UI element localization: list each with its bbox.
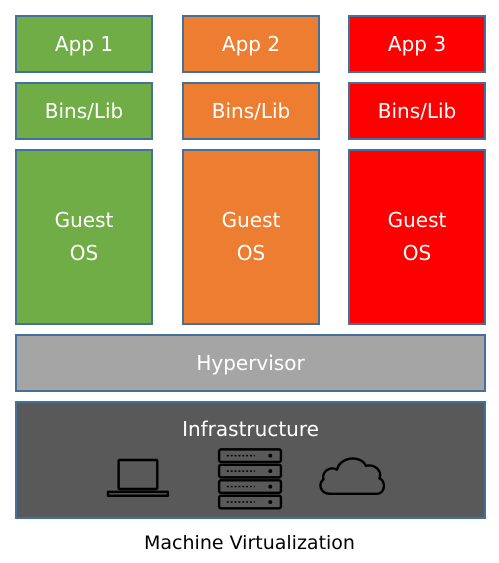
guest-os-1-box: Guest OS xyxy=(15,149,153,325)
app-3-box: App 3 xyxy=(348,15,486,73)
hypervisor-box: Hypervisor xyxy=(15,334,486,392)
hypervisor-label: Hypervisor xyxy=(196,350,305,375)
guest-os-1-label: Guest OS xyxy=(54,208,114,265)
guest-os-2-label: Guest OS xyxy=(221,208,281,265)
app-2-label: App 2 xyxy=(221,31,281,56)
bins-lib-1-label: Bins/Lib xyxy=(44,98,124,123)
infrastructure-label: Infrastructure xyxy=(182,417,319,441)
bins-lib-1-box: Bins/Lib xyxy=(15,82,153,140)
bins-lib-3-label: Bins/Lib xyxy=(377,98,457,123)
app-3-label: App 3 xyxy=(387,31,447,56)
bins-lib-2-box: Bins/Lib xyxy=(182,82,320,140)
bins-lib-3-box: Bins/Lib xyxy=(348,82,486,140)
bins-lib-2-label: Bins/Lib xyxy=(211,98,291,123)
diagram-caption: Machine Virtualization xyxy=(144,532,355,554)
guest-os-2-box: Guest OS xyxy=(182,149,320,325)
cloud-icon xyxy=(319,457,386,496)
infrastructure-box: Infrastructure xyxy=(15,401,486,519)
guest-os-3-label: Guest OS xyxy=(387,208,447,265)
guest-os-3-box: Guest OS xyxy=(348,149,486,325)
laptop-icon xyxy=(106,458,170,497)
server-icon xyxy=(217,448,283,510)
app-1-label: App 1 xyxy=(54,31,114,56)
app-2-box: App 2 xyxy=(182,15,320,73)
app-1-box: App 1 xyxy=(15,15,153,73)
